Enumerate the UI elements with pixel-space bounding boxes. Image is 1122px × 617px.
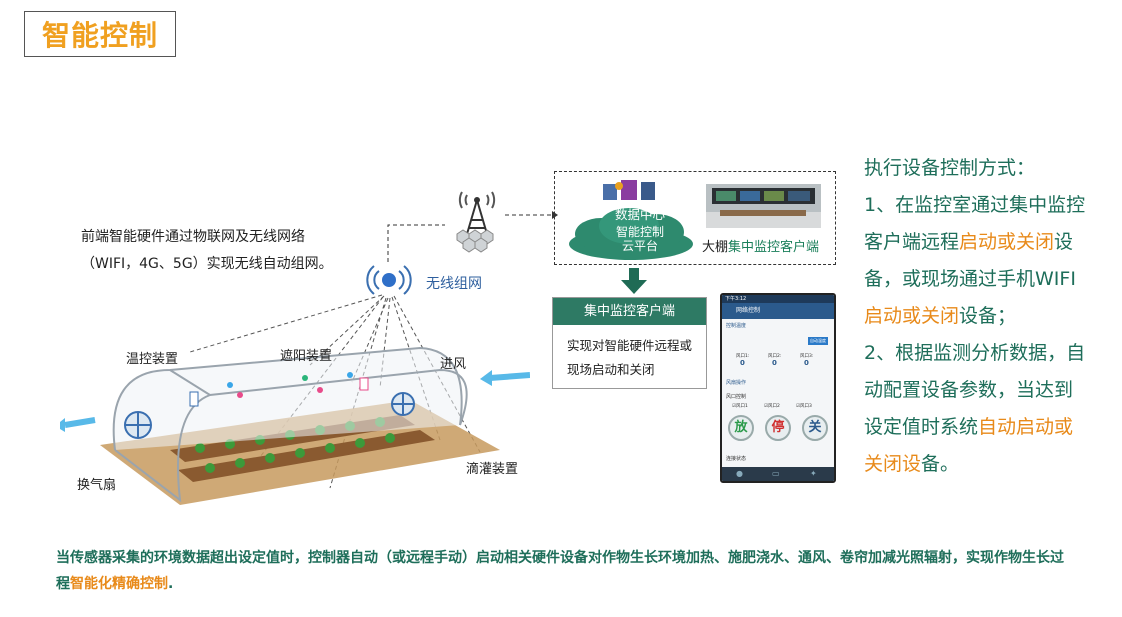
cloud-platform-icon — [569, 180, 693, 260]
summary-paragraph: 当传感器采集的环境数据超出设定值时，控制器自动（或远程手动）启动相关硬件设备对作… — [56, 545, 1076, 597]
label-drip-irrigation: 滴灌装置 — [466, 462, 519, 477]
phone-section-temp: 控制温度 — [726, 323, 747, 329]
summary-highlight: 智能化精确控制 — [70, 576, 168, 592]
fan-3-value: 0 — [804, 359, 809, 367]
phone-nav-bar: ● ▭ ✦ — [722, 467, 834, 481]
fan-2-label: 风口2: — [768, 354, 782, 359]
vent-2-label: 风口2 — [768, 404, 780, 409]
stop-button[interactable]: 停 — [765, 415, 791, 441]
fan-1-label: 风口1: — [736, 354, 750, 359]
summary-text: 当传感器采集的环境数据超出设定值时，控制器自动（或远程手动）启动相关硬件设备对作… — [56, 550, 1064, 592]
page-title: 智能控制 — [41, 19, 158, 52]
phone-section-fan: 风扇操作 — [726, 380, 747, 386]
vent-2-checkbox[interactable]: ☑风口2 — [764, 404, 780, 409]
close-button[interactable]: 关 — [802, 415, 828, 441]
control-method-item-1: 1、在监控室通过集中监控客户端远程启动或关闭设备，或现场通过手机WIFI启动或关… — [864, 187, 1086, 335]
vent-1-checkbox[interactable]: ☑风口1 — [732, 404, 748, 409]
item1-text-a: 1、在监控室通过集中监控客户端远程 — [864, 194, 1086, 253]
label-temperature-control: 温控装置 — [126, 352, 179, 367]
cloud-platform-label: 智能控制 云平台 — [595, 225, 685, 253]
label-shading: 遮阳装置 — [280, 349, 333, 364]
open-button[interactable]: 放 — [728, 415, 754, 441]
control-room-photo — [706, 184, 821, 228]
item1-text-e: 设备； — [959, 305, 1017, 327]
phone-status-bar: 下午3:12 — [722, 295, 834, 303]
item1-text-c: 设备，或现场通过手机WIFI — [864, 231, 1076, 290]
data-center-panel: 数据中心 智能控制 云平台 — [554, 171, 836, 265]
message-icon[interactable]: ▭ — [772, 469, 780, 478]
fan-1-value: 0 — [740, 359, 745, 367]
cloud-line-2: 云平台 — [621, 239, 658, 253]
vent-1-label: 风口1 — [736, 404, 748, 409]
label-exhaust-fan: 换气扇 — [77, 478, 117, 493]
client-prefix: 大棚 — [702, 240, 729, 255]
fan-3-label: 风口3: — [800, 354, 814, 359]
vent-3-label: 风口3 — [800, 404, 812, 409]
control-method-item-2: 2、根据监测分析数据，自动配置设备参数，当达到设定值时系统自动启动或关闭设备。 — [864, 335, 1086, 483]
phone-header: 网络控制 — [722, 303, 834, 319]
wireless-network-label: 无线组网 — [426, 276, 482, 292]
phone-section-connection: 连接状态 — [726, 456, 747, 462]
item2-highlight: 自动启动或关闭设 — [864, 416, 1074, 475]
mobile-app-screenshot: 下午3:12 网络控制 控制温度 自动温度 风口1: 风口2: 风口3: 0 0… — [720, 293, 836, 483]
client-highlight: 集中监控客户端 — [728, 240, 820, 255]
summary-end: . — [168, 576, 174, 592]
item2-text-c: 备。 — [921, 453, 960, 475]
user-icon[interactable]: ● — [736, 469, 743, 478]
central-client-header: 集中监控客户端 — [553, 298, 706, 325]
cloud-line-1: 智能控制 — [615, 225, 664, 239]
arrow-down-icon — [621, 268, 647, 294]
intro-text: 前端智能硬件通过物联网及无线网络（WIFI，4G、5G）实现无线自动组网。 — [81, 229, 333, 272]
label-air-intake: 进风 — [440, 357, 467, 372]
item1-highlight-1: 启动或关闭 — [959, 231, 1055, 253]
central-client-body: 实现对智能硬件远程或现场启动和关闭 — [567, 338, 693, 377]
central-client-box: 集中监控客户端 实现对智能硬件远程或现场启动和关闭 — [552, 297, 707, 389]
auto-temp-button[interactable]: 自动温度 — [808, 337, 828, 345]
greenhouse-illustration — [60, 346, 530, 505]
fan-2-value: 0 — [772, 359, 777, 367]
control-method-heading: 执行设备控制方式： — [864, 157, 1036, 179]
wifi-signal-icon — [366, 265, 412, 295]
cell-tower-icon — [456, 191, 496, 253]
greenhouse-client-label: 大棚集中监控客户端 — [702, 236, 819, 255]
vent-3-checkbox[interactable]: ☑风口3 — [796, 404, 812, 409]
control-method-description: 执行设备控制方式： 1、在监控室通过集中监控客户端远程启动或关闭设备，或现场通过… — [864, 150, 1086, 483]
item1-highlight-2: 启动或关闭 — [864, 305, 960, 327]
data-center-label: 数据中心 — [614, 207, 665, 222]
gear-icon[interactable]: ✦ — [810, 469, 817, 478]
fan-status-row: 风口1: 风口2: 风口3: 0 0 0 — [724, 353, 832, 369]
item2-text-a: 2、根据监测分析数据，自动配置设备参数，当达到设定值时系统 — [864, 342, 1086, 438]
phone-section-vent: 风口控制 — [726, 394, 747, 400]
title-box: 智能控制 — [24, 11, 176, 57]
